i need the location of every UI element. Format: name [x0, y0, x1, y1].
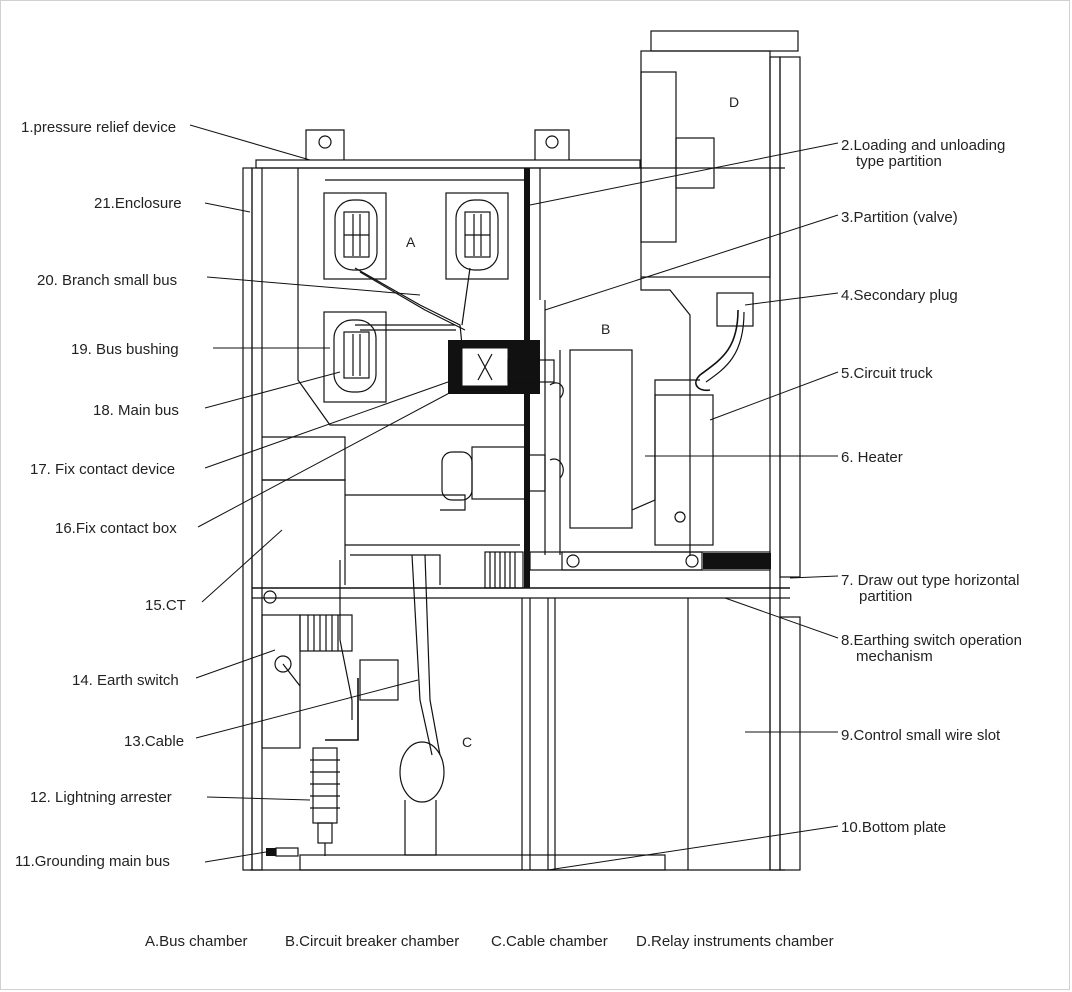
zone-c: C [462, 734, 472, 750]
label-pressure-relief-device: 1.pressure relief device [21, 119, 176, 136]
label-loading-partition-2: type partition [856, 153, 942, 170]
left-labels: 1.pressure relief device 21.Enclosure 20… [15, 119, 186, 870]
label-fix-contact-device: 17. Fix contact device [30, 461, 175, 478]
legend-relay-instruments-chamber: D.Relay instruments chamber [636, 933, 834, 950]
label-grounding-main-bus: 11.Grounding main bus [15, 853, 170, 870]
label-heater: 6. Heater [841, 449, 903, 466]
label-ct: 15.CT [145, 597, 186, 614]
zone-d: D [729, 94, 739, 110]
label-bus-bushing: 19. Bus bushing [71, 341, 179, 358]
label-circuit-truck: 5.Circuit truck [841, 365, 933, 382]
label-bottom-plate: 10.Bottom plate [841, 819, 946, 836]
cabinet-drawing [242, 30, 801, 871]
label-lightning-arrester: 12. Lightning arrester [30, 789, 172, 806]
label-partition-valve: 3.Partition (valve) [841, 209, 958, 226]
legend-bus-chamber: A.Bus chamber [145, 933, 248, 950]
label-main-bus: 18. Main bus [93, 402, 179, 419]
label-earth-switch: 14. Earth switch [72, 672, 179, 689]
earth-switch-coil-upper [484, 551, 524, 589]
legend-circuit-breaker-chamber: B.Circuit breaker chamber [285, 933, 459, 950]
legend: A.Bus chamber B.Circuit breaker chamber … [145, 933, 834, 950]
label-branch-small-bus: 20. Branch small bus [37, 272, 177, 289]
label-cable: 13.Cable [124, 733, 184, 750]
label-enclosure: 21.Enclosure [94, 195, 182, 212]
label-earthing-mechanism-2: mechanism [856, 648, 933, 665]
right-labels: 2.Loading and unloading type partition 3… [841, 137, 1022, 836]
zone-a: A [406, 234, 416, 250]
label-fix-contact-box: 16.Fix contact box [55, 520, 177, 537]
label-earthing-mechanism-1: 8.Earthing switch operation [841, 632, 1022, 649]
legend-cable-chamber: C.Cable chamber [491, 933, 608, 950]
zone-b: B [601, 321, 610, 337]
label-horizontal-partition-1: 7. Draw out type horizontal [841, 572, 1019, 589]
label-secondary-plug: 4.Secondary plug [841, 287, 958, 304]
label-loading-partition-1: 2.Loading and unloading [841, 137, 1005, 154]
leader-lines [189, 124, 839, 871]
label-control-wire-slot: 9.Control small wire slot [841, 727, 1001, 744]
label-horizontal-partition-2: partition [859, 588, 912, 605]
